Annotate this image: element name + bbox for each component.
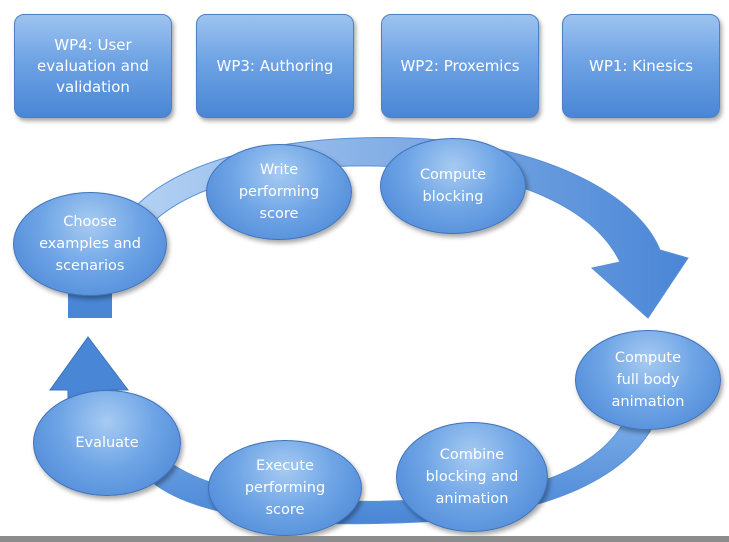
bottom-border [0, 536, 729, 542]
node-choose-examples-scenarios: Choose examples and scenarios [13, 192, 167, 296]
node-compute-full-body-animation: Compute full body animation [575, 330, 721, 430]
node-execute-performing-score: Execute performing score [208, 440, 362, 536]
wp3-box: WP3: Authoring [196, 14, 354, 118]
node-evaluate: Evaluate [33, 390, 181, 496]
wp2-box: WP2: Proxemics [381, 14, 539, 118]
wp1-box: WP1: Kinesics [562, 14, 720, 118]
node-write-performing-score: Write performing score [206, 144, 352, 240]
node-combine-blocking-animation: Combine blocking and animation [396, 422, 548, 532]
node-compute-blocking: Compute blocking [380, 138, 526, 234]
wp4-box: WP4: User evaluation and validation [14, 14, 172, 118]
